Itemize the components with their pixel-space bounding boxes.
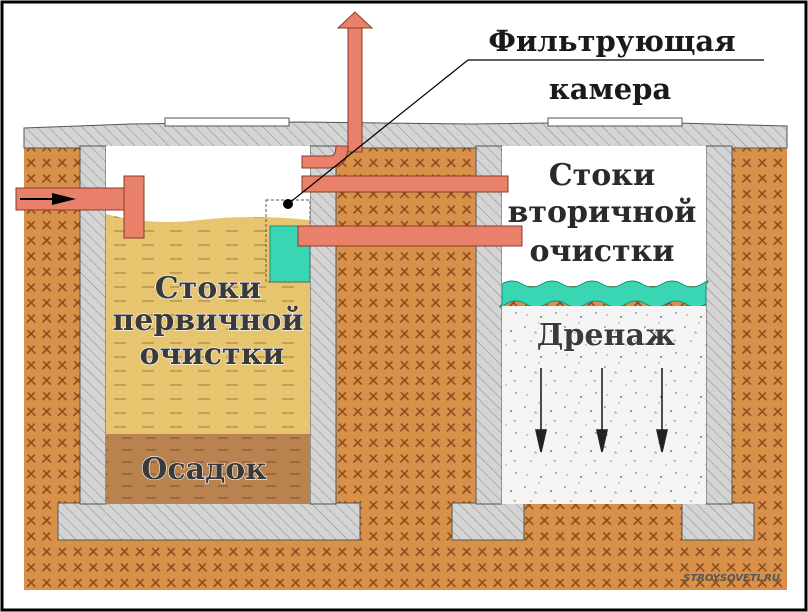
left-wall-right <box>309 145 337 505</box>
secondary-water <box>499 280 709 308</box>
drainage-gravel <box>502 306 706 504</box>
left-hatch <box>164 117 290 127</box>
label-filter-chamber-2: камера <box>549 72 672 106</box>
left-foundation <box>57 502 361 541</box>
vent-cap <box>336 11 374 29</box>
right-foundation-right <box>681 502 755 541</box>
primary-effluent <box>106 214 310 434</box>
right-wall-left <box>475 145 503 505</box>
drainage-arrows <box>534 368 669 453</box>
label-primary-3: очистки <box>140 337 285 372</box>
label-secondary-2: вторичной <box>508 195 697 230</box>
label-filter-chamber-1: Фильтрующая <box>488 24 735 58</box>
right-foundation-left <box>451 502 525 541</box>
inlet-tee <box>123 175 145 239</box>
filter-chamber-leader <box>283 59 764 209</box>
transfer-pipe <box>297 225 523 247</box>
label-sediment: Осадок <box>141 452 267 487</box>
sediment-layer <box>106 434 310 504</box>
overflow-pipe <box>301 175 509 193</box>
label-drainage: Дренаж <box>537 318 675 353</box>
watermark: STROYSOVETI.RU <box>683 573 780 584</box>
right-hatch <box>547 117 683 127</box>
vent-pipe <box>347 27 363 153</box>
inlet-arrow <box>20 193 76 205</box>
right-tank-air <box>502 146 706 286</box>
label-primary-1: Стоки <box>155 271 261 306</box>
label-secondary-1: Стоки <box>549 158 655 193</box>
right-wall-right <box>705 145 733 505</box>
label-primary-2: первичной <box>112 303 303 338</box>
label-secondary-3: очистки <box>530 234 675 269</box>
